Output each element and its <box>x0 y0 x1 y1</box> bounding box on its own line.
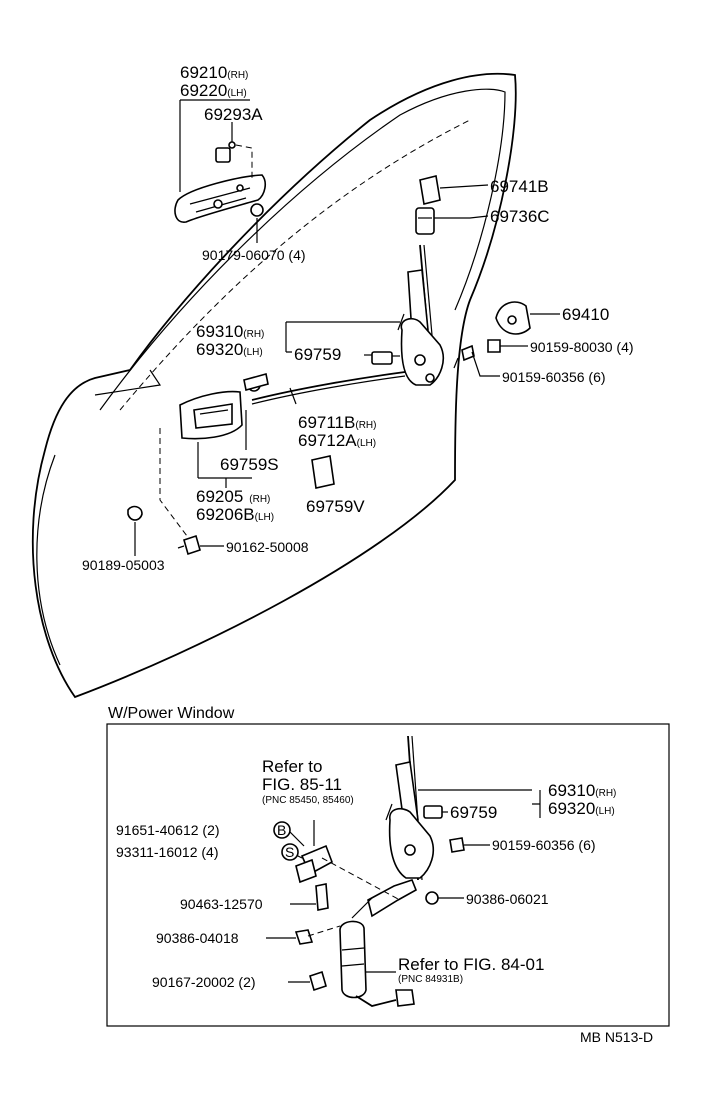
clip-90189-05003 <box>127 505 143 556</box>
protector-69736C <box>415 207 489 235</box>
pw-label-69320: 69320(LH) <box>548 799 615 818</box>
badge-s: S <box>281 843 299 861</box>
label-69741B: 69741B <box>490 177 549 196</box>
label-69320: 69320(LH) <box>196 340 263 359</box>
label-69210: 69210(RH) <box>180 63 248 82</box>
label-91651-40612: 91651-40612 (2) <box>116 822 220 838</box>
label-90159-60356: 90159-60356 (6) <box>502 369 606 385</box>
outside-door-handle <box>174 99 267 243</box>
pw-lock-bracket <box>532 790 541 818</box>
door-panel-outline <box>31 72 517 699</box>
label-90159-80030: 90159-80030 (4) <box>530 339 634 355</box>
label-69410: 69410 <box>562 305 609 324</box>
pw-label-69759: 69759 <box>450 803 497 822</box>
pw-dash-line-2 <box>307 925 341 937</box>
door-lock-striker <box>495 301 560 335</box>
power-window-title: W/Power Window <box>108 705 235 722</box>
handle-dash-line <box>159 428 191 541</box>
pw-screw-90167-20002 <box>288 970 327 992</box>
label-69220: 69220(LH) <box>180 81 247 100</box>
pw-door-lock-assembly <box>367 735 435 918</box>
screw-90159-80030 <box>487 339 528 353</box>
pw-nut-90386-06021 <box>425 891 464 905</box>
label-90386-04018: 90386-04018 <box>156 930 239 946</box>
label-69205: 69205(RH) <box>196 487 270 506</box>
label-90463-12570: 90463-12570 <box>180 896 263 912</box>
door-lock-assembly <box>397 244 445 386</box>
label-69712A: 69712A(LH) <box>298 431 376 450</box>
label-69736C: 69736C <box>490 207 550 226</box>
clip-69741B <box>419 175 489 205</box>
label-93311-16012: 93311-16012 (4) <box>116 844 218 860</box>
label-69759: 69759 <box>294 345 341 364</box>
screw-90159-60356 <box>453 344 500 377</box>
inside-door-handle <box>179 390 252 488</box>
pw-label-90159-60356: 90159-60356 (6) <box>492 837 596 853</box>
pw-bracket-90463-12570 <box>290 883 329 911</box>
pw-lock-switch <box>289 820 333 884</box>
pw-nut-90386-04018 <box>266 929 314 945</box>
svg-text:B: B <box>277 822 286 838</box>
pw-label-69310: 69310(RH) <box>548 781 616 800</box>
refer-to-fig-84-01: Refer to FIG. 84-01 <box>398 955 544 974</box>
label-90179-06070: 90179-06070 (4) <box>202 247 306 263</box>
lock-link-rod <box>243 371 406 405</box>
pad-69759V <box>311 455 335 489</box>
footer-code: MB N513-D <box>580 1029 653 1045</box>
label-90167-20002: 90167-20002 (2) <box>152 974 256 990</box>
badge-b: B <box>273 821 291 839</box>
pw-lock-motor <box>339 897 415 1007</box>
pw-connector-69759 <box>423 805 448 819</box>
label-69293A: 69293A <box>204 105 263 124</box>
power-window-box <box>106 723 670 1027</box>
refer-to-fig-85-11: FIG. 85-11 <box>262 775 342 794</box>
screw-90162-50008 <box>177 534 224 556</box>
pw-label-90386-06021: 90386-06021 <box>466 891 549 907</box>
label-90162-50008: 90162-50008 <box>226 539 309 555</box>
refer-to-pnc-85450: (PNC 85450, 85460) <box>262 795 354 806</box>
label-69759V: 69759V <box>306 497 365 516</box>
label-69310: 69310(RH) <box>196 322 264 341</box>
label-69759S: 69759S <box>220 455 279 474</box>
lock-connector-69759 <box>371 351 400 365</box>
refer-to-pnc-84931b: (PNC 84931B) <box>398 974 463 985</box>
refer-to-label-1: Refer to <box>262 757 322 776</box>
label-90189-05003: 90189-05003 <box>82 557 165 573</box>
svg-text:S: S <box>285 844 294 860</box>
label-69711B: 69711B(RH) <box>298 413 376 432</box>
label-69206B: 69206B(LH) <box>196 505 274 524</box>
pw-dash-line <box>321 857 401 901</box>
pw-screw-90159-60356 <box>449 837 490 853</box>
lock-label-leader <box>285 321 400 353</box>
